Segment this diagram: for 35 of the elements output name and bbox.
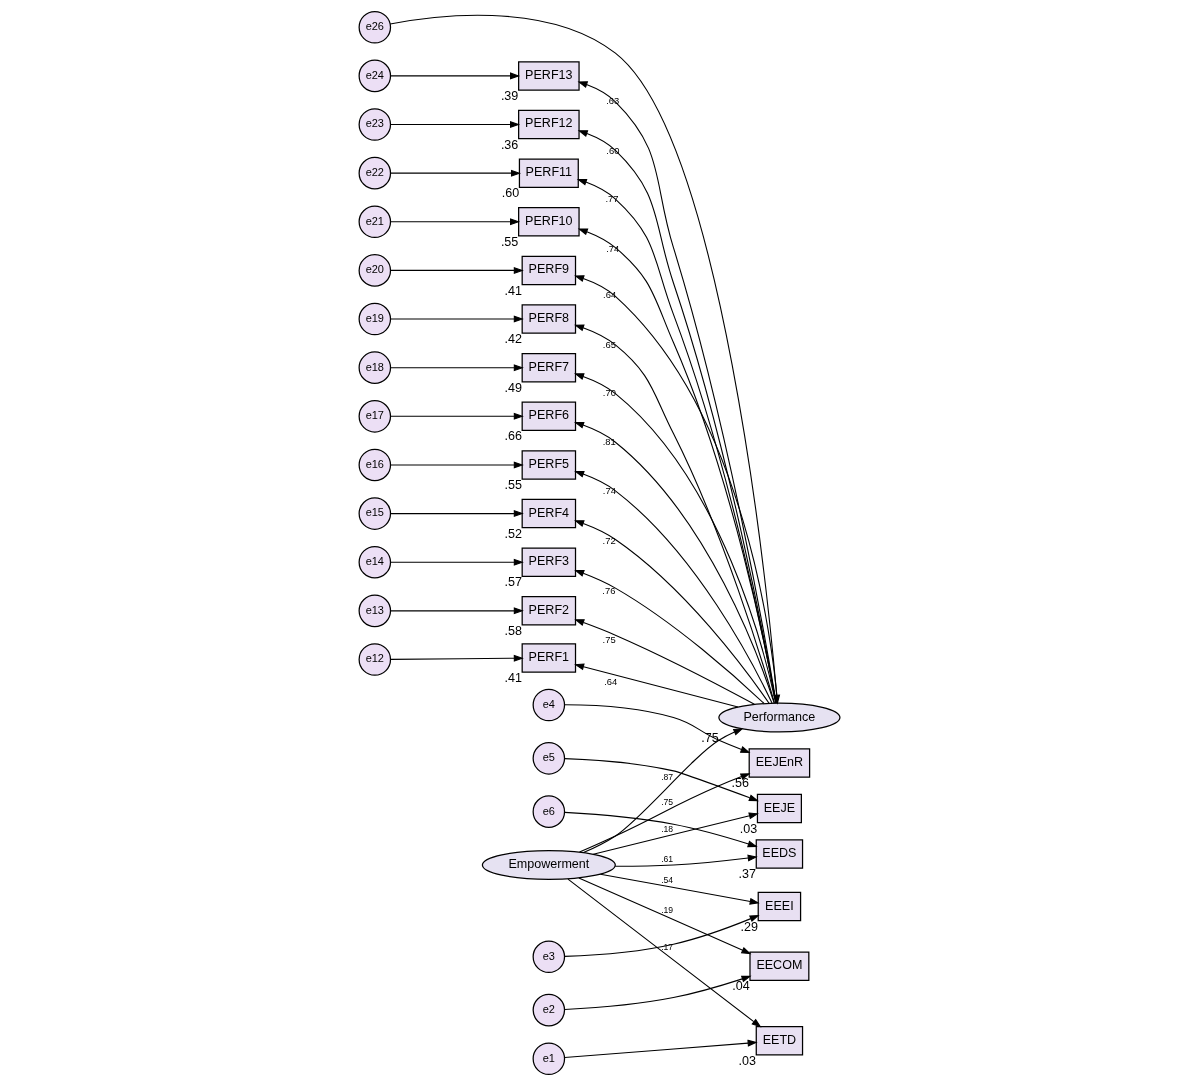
node-label: .55 bbox=[500, 234, 519, 249]
edge-label: .87 bbox=[661, 772, 674, 783]
edge-label: .72 bbox=[602, 534, 616, 546]
node-label: .36 bbox=[500, 137, 519, 152]
node-label: .41 bbox=[504, 671, 522, 686]
node-label: .58 bbox=[504, 624, 522, 639]
node-label: .37 bbox=[738, 867, 756, 882]
edge-label: .70 bbox=[602, 387, 616, 399]
edge-label: .19 bbox=[661, 904, 674, 915]
node-label: .41 bbox=[504, 283, 522, 298]
edge-label: .18 bbox=[661, 823, 674, 834]
node-label: .39 bbox=[500, 89, 519, 104]
node-label: .55 bbox=[504, 478, 522, 493]
edge-label: .74 bbox=[602, 485, 616, 497]
node-label: .04 bbox=[732, 979, 750, 994]
node-label: .66 bbox=[504, 429, 522, 444]
edge-label: .61 bbox=[661, 854, 674, 865]
node-label: .03 bbox=[739, 821, 758, 836]
edge-label: .81 bbox=[602, 435, 616, 447]
node-label: .56 bbox=[731, 776, 749, 791]
node-label: .29 bbox=[740, 919, 758, 934]
edge-label: .75 bbox=[602, 633, 616, 645]
node-label: .42 bbox=[504, 332, 522, 347]
node-label: .49 bbox=[504, 380, 522, 395]
edge-label: .64 bbox=[603, 289, 617, 301]
edge-label: .65 bbox=[602, 338, 616, 350]
edge-label: .76 bbox=[602, 584, 616, 596]
node-label: .52 bbox=[504, 526, 522, 541]
node-label: .57 bbox=[504, 575, 522, 590]
edge-label: .74 bbox=[606, 243, 620, 255]
node-label: .03 bbox=[738, 1053, 756, 1068]
edge-label: .64 bbox=[604, 675, 618, 687]
node-label: .60 bbox=[501, 186, 520, 201]
edge-label: .75 bbox=[661, 797, 674, 808]
edge-label: .54 bbox=[661, 874, 674, 885]
